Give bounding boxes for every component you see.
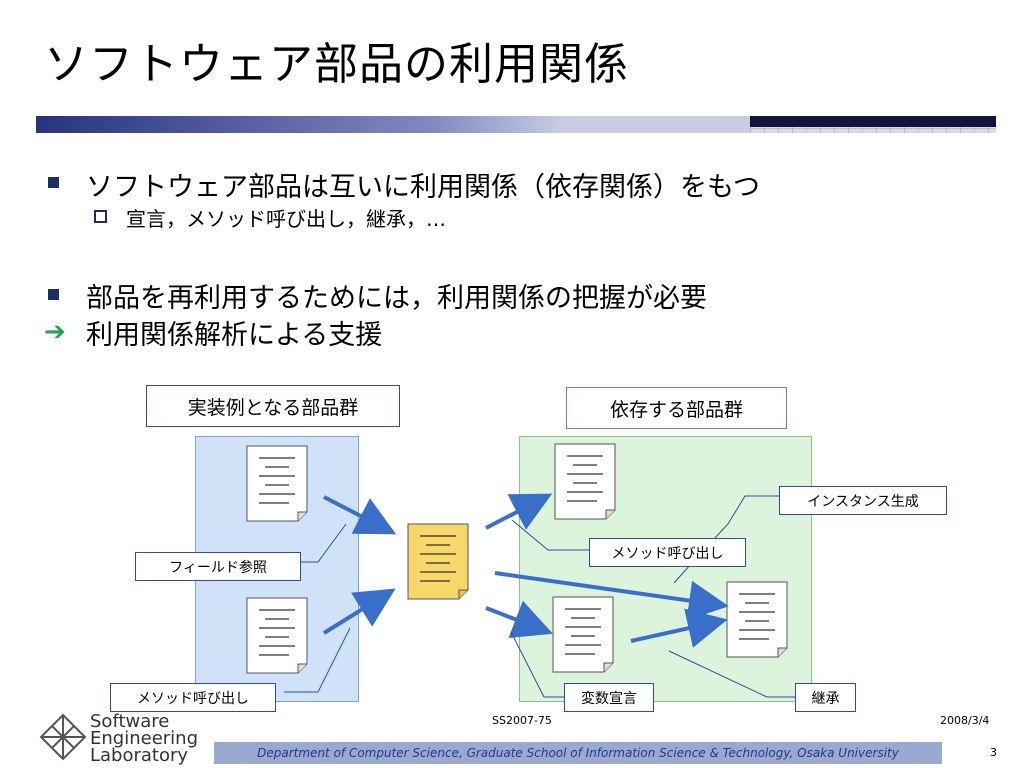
document-icon xyxy=(552,596,614,673)
bullet-text-3: 利用関係解析による支援 xyxy=(86,320,383,351)
sub-bullet-icon xyxy=(94,210,107,223)
title-bar xyxy=(36,116,996,133)
slide-date: 2008/3/4 xyxy=(940,714,990,727)
left-group-header: 実装例となる部品群 xyxy=(146,385,400,427)
page-number: 3 xyxy=(990,746,997,759)
bullet-square xyxy=(48,289,59,300)
document-icon xyxy=(246,597,308,674)
logo-line-3: Laboratory xyxy=(90,745,189,766)
document-icon xyxy=(246,445,308,522)
field-reference-label: フィールド参照 xyxy=(135,552,301,581)
department-text: Department of Computer Science, Graduate… xyxy=(257,746,899,760)
slide-code: SS2007-75 xyxy=(492,714,552,727)
department-banner: Department of Computer Science, Graduate… xyxy=(214,742,942,764)
right-group-header: 依存する部品群 xyxy=(566,387,787,429)
method-call-label-left: メソッド呼び出し xyxy=(110,683,276,712)
target-document-icon xyxy=(407,523,469,600)
method-call-label-right: メソッド呼び出し xyxy=(589,538,746,567)
sub-bullet-text: 宣言，メソッド呼び出し，継承，… xyxy=(126,207,446,231)
bullet-text-2: 部品を再利用するためには，利用関係の把握が必要 xyxy=(86,283,707,314)
inheritance-label: 継承 xyxy=(795,683,856,712)
instance-creation-label: インスタンス生成 xyxy=(779,486,947,515)
document-icon xyxy=(554,443,616,520)
arrow-right-icon: ➔ xyxy=(44,317,66,347)
slide-title: ソフトウェア部品の利用関係 xyxy=(44,39,629,90)
lab-logo-text: Software Engineering Laboratory xyxy=(90,711,198,766)
logo-line-1: Software xyxy=(90,711,170,732)
lab-logo xyxy=(38,712,88,766)
document-icon xyxy=(726,581,788,658)
lab-logo-icon xyxy=(39,713,87,761)
variable-declaration-label: 変数宣言 xyxy=(564,683,654,712)
bullet-text-1: ソフトウェア部品は互いに利用関係（依存関係）をもつ xyxy=(86,172,760,203)
bullet-square xyxy=(48,177,59,188)
logo-line-2: Engineering xyxy=(90,728,198,749)
